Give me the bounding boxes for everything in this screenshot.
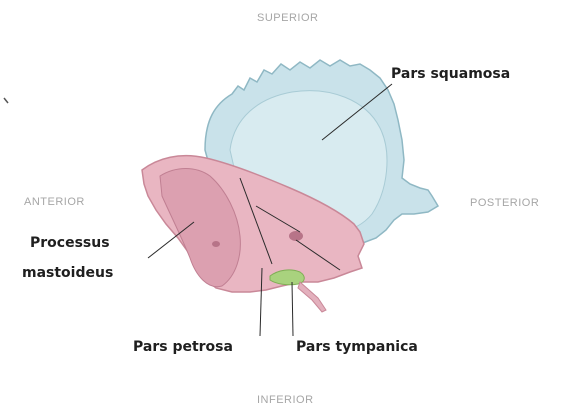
orientation-superior: SUPERIOR: [257, 12, 318, 24]
mastoid-foramen: [212, 241, 220, 247]
label-processus: Processus: [30, 233, 110, 253]
label-mastoideus: mastoideus: [22, 263, 113, 283]
leader-tympanica: [292, 282, 293, 336]
label-pars-petrosa: Pars petrosa: [133, 337, 233, 357]
label-pars-tympanica: Pars tympanica: [296, 337, 418, 357]
orientation-posterior: POSTERIOR: [470, 197, 539, 209]
edge-mark: [4, 98, 8, 103]
external-acoustic-meatus: [289, 231, 303, 241]
orientation-anterior: ANTERIOR: [24, 196, 85, 208]
styloid-process: [298, 282, 326, 312]
orientation-inferior: INFERIOR: [257, 394, 314, 406]
label-pars-squamosa: Pars squamosa: [391, 64, 510, 84]
